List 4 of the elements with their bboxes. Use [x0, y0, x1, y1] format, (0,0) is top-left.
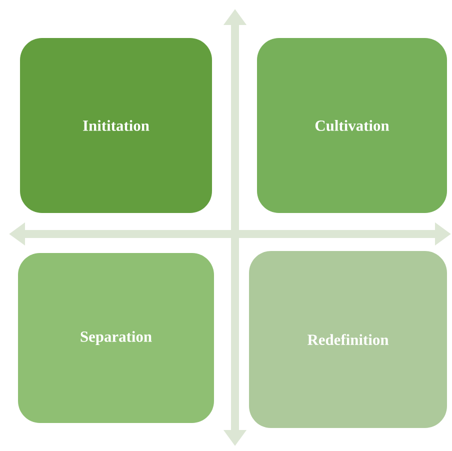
quadrant-box: Inititation	[20, 38, 212, 213]
quadrant-box: Separation	[18, 253, 214, 423]
quadrant-box: Redefinition	[249, 251, 447, 428]
quadrant-box: Cultivation	[257, 38, 447, 213]
